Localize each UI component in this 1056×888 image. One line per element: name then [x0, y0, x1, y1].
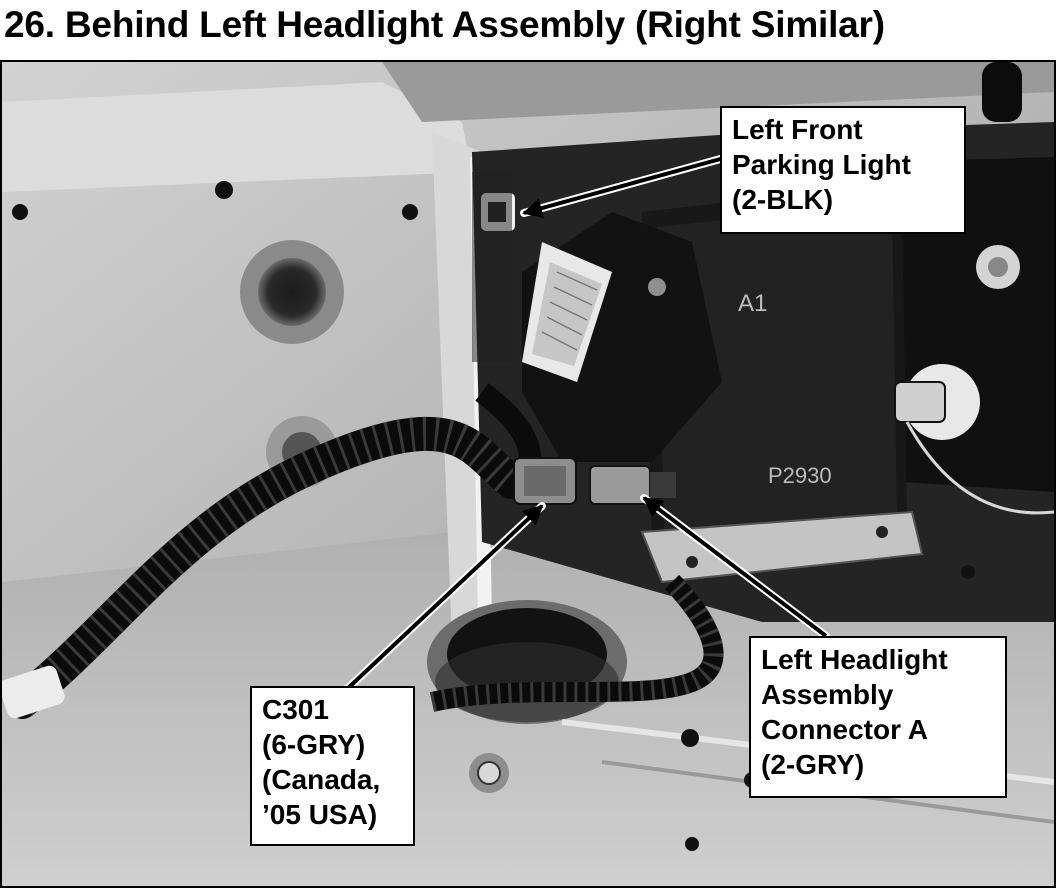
callout-line: (6-GRY) [262, 729, 366, 760]
callout-line: (Canada, [262, 764, 381, 795]
callout-headlight-connector: Left Headlight Assembly Connector A (2-G… [749, 636, 1007, 798]
callout-line: Parking Light [732, 149, 911, 180]
page-title: 26. Behind Left Headlight Assembly (Righ… [4, 4, 885, 45]
housing-stamp-p2930: P2930 [768, 463, 832, 488]
callout-parking-light: Left Front Parking Light (2-BLK) [720, 106, 966, 234]
callout-line: Left Headlight [761, 644, 948, 675]
callout-line: (2-GRY) [761, 749, 865, 780]
callout-line: Assembly [761, 679, 894, 710]
callout-line: Connector A [761, 714, 928, 745]
callout-line: Left Front [732, 114, 863, 145]
callout-c301: C301 (6-GRY) (Canada, ’05 USA) [250, 686, 415, 846]
callout-line: (2-BLK) [732, 184, 834, 215]
callout-line: ’05 USA) [262, 799, 378, 830]
housing-stamp-a1: A1 [738, 290, 767, 317]
callout-line: C301 [262, 694, 329, 725]
